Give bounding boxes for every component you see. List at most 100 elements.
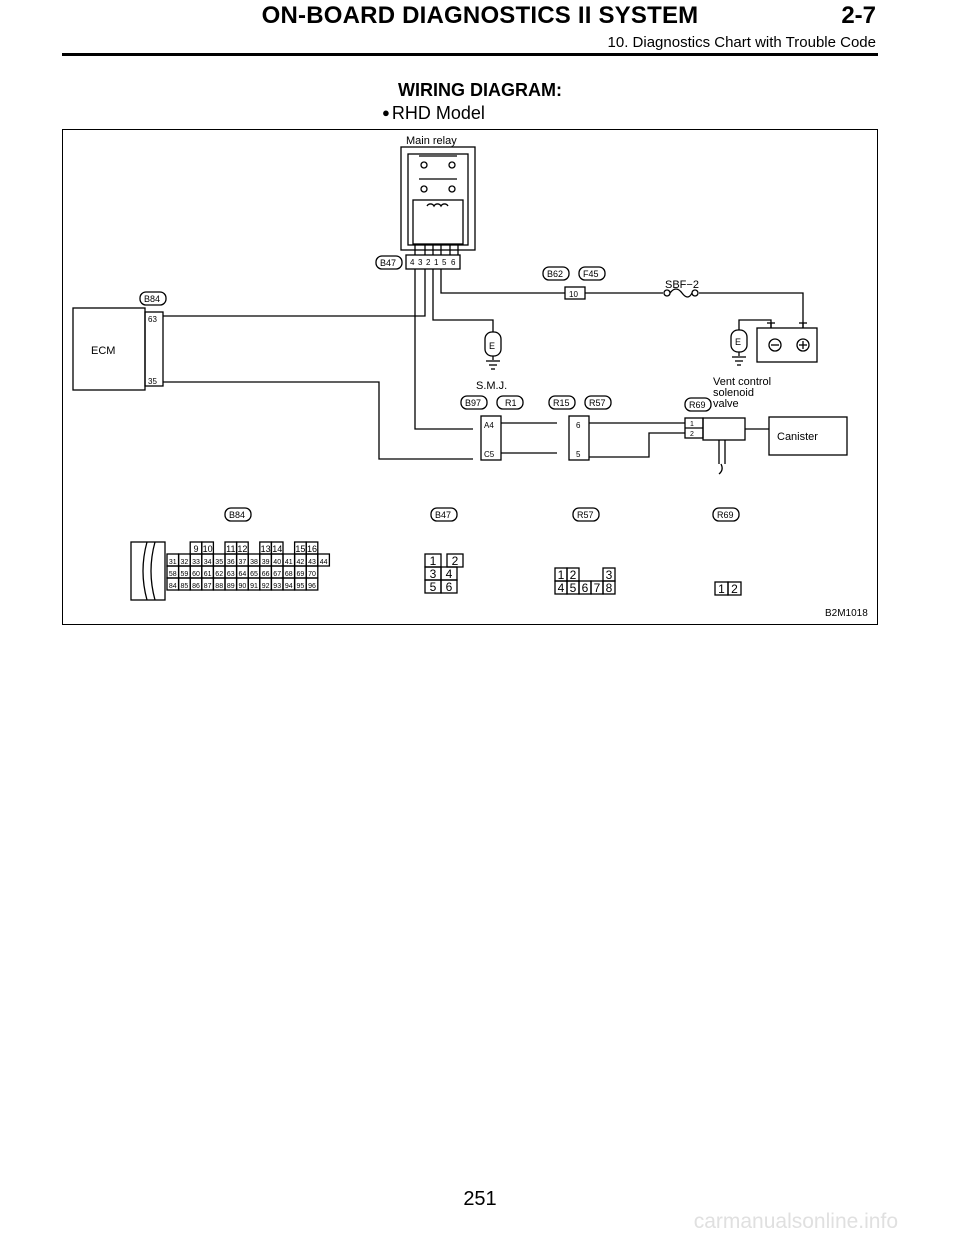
valve-label: solenoid [713, 387, 754, 399]
b47-pin-label: 3 [430, 567, 437, 581]
b84-pin-label: 44 [320, 559, 328, 566]
fuse-pin: 10 [569, 290, 578, 299]
r57-face-badge [572, 507, 600, 522]
bullet-icon: ● [382, 105, 390, 120]
r57-pin: 5 [576, 450, 581, 459]
page-number: 251 [463, 1188, 497, 1210]
b62-terminal [564, 286, 586, 300]
b84-pin-label: 89 [227, 583, 235, 590]
b47-pin-label: 4 [446, 567, 453, 581]
b97-label: B97 [465, 398, 481, 408]
b84-pin-label: 65 [250, 571, 258, 578]
b84-pin-label: 43 [308, 559, 316, 566]
b84-pin-label: 90 [239, 583, 247, 590]
b84-pin-label: 85 [181, 583, 189, 590]
b84-pin-label: 61 [204, 571, 212, 578]
b84-pin-label: 86 [192, 583, 200, 590]
r69-cell [727, 581, 742, 596]
b84-pin-label: 11 [226, 544, 235, 554]
relay-pin: 5 [442, 258, 447, 267]
wires [163, 269, 804, 460]
b84-pin-label: 69 [297, 571, 305, 578]
b84-terminal [144, 311, 164, 387]
valve-label: Vent control [713, 376, 771, 388]
fuse-icon [663, 288, 699, 298]
wiring-diagram-svg: Main relay 4 3 2 1 5 6 B47 ECM 63 35 B84 [72, 135, 868, 619]
relay-pin: 6 [451, 258, 456, 267]
r57-connector [568, 415, 590, 461]
b84-pin-label: 10 [203, 544, 213, 554]
valve-label: valve [713, 398, 739, 410]
r1-label: R1 [505, 398, 517, 408]
b47-pin-label: 6 [446, 580, 453, 594]
b84-pin-label: 31 [169, 559, 177, 566]
relay-pin: 3 [418, 258, 423, 267]
b47-face-label: B47 [435, 510, 451, 520]
b84-pin-label: 33 [192, 559, 200, 566]
wiring-diagram: Main relay 4 3 2 1 5 6 B47 ECM 63 35 B84 [62, 129, 878, 625]
r1-badge [496, 395, 524, 410]
b84-pin-label: 16 [307, 544, 317, 554]
valve-pipe [718, 463, 723, 475]
r57-pin-label: 5 [570, 581, 577, 595]
b84-pin-label: 40 [273, 559, 281, 566]
b84-pin-label: 84 [169, 583, 177, 590]
b84-pin-label: 87 [204, 583, 212, 590]
header-rule [62, 53, 878, 56]
b47-cell [440, 579, 458, 594]
r57-pin-label: 7 [594, 581, 601, 595]
b84-pin-label: 63 [227, 571, 235, 578]
b84-cell [317, 553, 331, 567]
model-label-text: RHD Model [391, 103, 485, 123]
b84-pin-label: 93 [273, 583, 281, 590]
b84-pin-label: 38 [250, 559, 258, 566]
b84-pin-label: 60 [192, 571, 200, 578]
b84-pin-label: 35 [215, 559, 223, 566]
b84-pin-label: 12 [237, 544, 247, 554]
r57-pin-label: 8 [606, 581, 613, 595]
r15-label: R15 [553, 398, 570, 408]
b97-badge [460, 395, 488, 410]
smj-label: S.M.J. [476, 380, 507, 392]
r69-pin-label: 2 [731, 582, 738, 596]
canister-label: Canister [777, 431, 818, 443]
b84-pin-label: 15 [295, 544, 305, 554]
b84-pin-label: 42 [297, 559, 305, 566]
b84-pin-label: 34 [204, 559, 212, 566]
r57-pin-label: 2 [570, 568, 577, 582]
b84-pin-label: 36 [227, 559, 235, 566]
b84-face-badge [224, 507, 252, 522]
b84-pin-label: 58 [169, 571, 177, 578]
model-label: ●RHD Model [382, 103, 485, 124]
r69-pin-label: 1 [718, 582, 725, 596]
b84-pin-label: 59 [181, 571, 189, 578]
b84-pin-label: 41 [285, 559, 293, 566]
page-header-subtitle: 10. Diagnostics Chart with Trouble Code [607, 34, 876, 51]
diagram-heading: WIRING DIAGRAM: [398, 80, 562, 100]
b84-pin-label: 66 [262, 571, 270, 578]
r57-badge [584, 395, 612, 410]
r69-label: R69 [689, 400, 706, 410]
b84-pin-label: 88 [215, 583, 223, 590]
b84-pin-label: 95 [297, 583, 305, 590]
smj-pin: A4 [484, 421, 494, 430]
b84-pin-label: 13 [261, 544, 271, 554]
b84-pin-label: 70 [308, 571, 316, 578]
b84-cell [305, 577, 319, 591]
figure-code: B2M1018 [825, 608, 868, 619]
b84-pin-label: 91 [250, 583, 258, 590]
r69-face-label: R69 [717, 510, 734, 520]
b84-pin-label: 67 [273, 571, 281, 578]
r69-face-badge [712, 507, 740, 522]
r57-face-label: R57 [577, 510, 594, 520]
b84-label: B84 [144, 294, 160, 304]
b62-label: B62 [547, 269, 563, 279]
fuse-label: SBF−2 [665, 279, 699, 291]
relay-pin: 2 [426, 258, 431, 267]
valve-pin: 2 [690, 431, 694, 438]
b84-pin-label: 14 [272, 544, 282, 554]
